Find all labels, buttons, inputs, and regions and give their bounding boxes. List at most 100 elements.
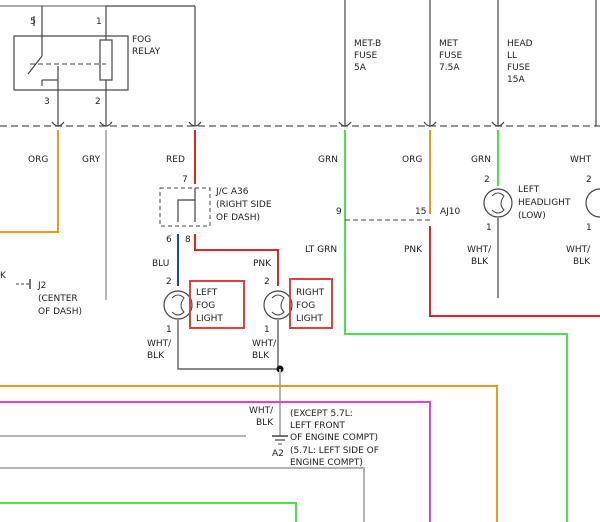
aj10-pin15: 15 xyxy=(415,207,426,217)
fog-ground-wires xyxy=(177,320,280,370)
metb-2: FUSE xyxy=(354,51,377,61)
wb1b: BLK xyxy=(147,351,165,361)
left-head-line3: (LOW) xyxy=(518,211,546,221)
label-grn2: GRN xyxy=(471,155,491,165)
ground-line3: OF ENGINE COMPT) xyxy=(290,433,378,443)
ground-line1: (EXCEPT 5.7L: xyxy=(290,409,353,419)
wb5a: WHT/ xyxy=(566,245,591,255)
org-wire-relay xyxy=(0,130,59,233)
relay-pin1: 1 xyxy=(96,17,102,27)
right-fog-pin2: 2 xyxy=(264,277,270,287)
right-side-pin2: 2 xyxy=(586,175,592,185)
pnk-wire-fog xyxy=(194,234,279,286)
jc-line3: OF DASH) xyxy=(216,213,260,223)
pnk-wire-aj10 xyxy=(429,226,600,317)
fog-relay-box xyxy=(13,35,129,91)
wb3a: WHT/ xyxy=(249,406,274,416)
j2-line2: (CENTER xyxy=(38,294,78,304)
left-fog-line3: LIGHT xyxy=(196,314,223,324)
relay-name-2: RELAY xyxy=(132,47,161,57)
right-side-pin1: 1 xyxy=(586,223,592,233)
wb3b: BLK xyxy=(256,418,274,428)
left-head-line1: LEFT xyxy=(518,185,540,195)
org-wire-lower xyxy=(0,385,498,522)
magenta-wire-lower xyxy=(0,401,431,522)
label-pnk2: PNK xyxy=(404,245,423,255)
ground-line5: ENGINE COMPT) xyxy=(290,458,363,468)
label-lt-grn: LT GRN xyxy=(305,245,337,255)
label-grn: GRN xyxy=(318,155,338,165)
left-head-pin2: 2 xyxy=(484,175,490,185)
head-3: FUSE xyxy=(507,63,530,73)
met-3: 7.5A xyxy=(439,63,460,73)
ground-line2: LEFT FRONT xyxy=(290,421,345,431)
left-fog-pin2: 2 xyxy=(166,277,172,287)
met-2: FUSE xyxy=(439,51,462,61)
left-fog-highlight xyxy=(189,280,245,329)
j2-line3: OF DASH) xyxy=(38,307,82,317)
grn-wire xyxy=(344,130,568,522)
wb4b: BLK xyxy=(471,257,489,267)
wb2a: WHT/ xyxy=(252,339,277,349)
jc-pin7: 7 xyxy=(182,175,188,185)
metb-1: MET-B xyxy=(354,39,381,49)
label-pnk: PNK xyxy=(253,259,272,269)
jc-pin8: 8 xyxy=(185,235,191,245)
fuse-met: MET FUSE 7.5A xyxy=(429,0,462,126)
junction-aj10: 9 15 AJ10 xyxy=(336,207,461,221)
gray-wire-lower-2 xyxy=(0,467,365,522)
fuse-head: HEAD LL FUSE 15A xyxy=(497,0,533,126)
jc-line1: J/C A36 xyxy=(215,187,249,197)
metb-3: 5A xyxy=(354,63,367,73)
label-k: K xyxy=(0,271,7,281)
head-2: LL xyxy=(507,51,517,61)
left-fog-pin1: 1 xyxy=(166,325,172,335)
fog-relay: 5 1 3 2 FOG RELAY xyxy=(13,5,196,126)
wb5b: BLK xyxy=(573,257,591,267)
right-headlight-partial: 2 1 WHT/ BLK xyxy=(566,175,600,267)
aj10-name: AJ10 xyxy=(440,207,461,217)
junction-j2: K J2 (CENTER OF DASH) xyxy=(0,271,82,317)
boundary-connectors xyxy=(51,121,505,127)
left-fog-light: 2 1 LEFT FOG LIGHT xyxy=(163,277,245,335)
met-1: MET xyxy=(439,39,458,49)
label-org2: ORG xyxy=(402,155,422,165)
j2-name: J2 xyxy=(37,281,46,291)
wb2b: BLK xyxy=(252,351,270,361)
wb1a: WHT/ xyxy=(147,339,172,349)
green-wire-lower xyxy=(0,502,297,522)
relay-pin3: 3 xyxy=(44,97,50,107)
fuse-metb: MET-B FUSE 5A xyxy=(344,0,381,126)
right-fog-light: 2 1 RIGHT FOG LIGHT xyxy=(263,277,333,335)
jc-pin6: 6 xyxy=(166,235,172,245)
ground-line4: (5.7L: LEFT SIDE OF xyxy=(290,446,379,456)
label-org: ORG xyxy=(28,155,48,165)
jc-line2: (RIGHT SIDE xyxy=(216,200,272,210)
wb4a: WHT/ xyxy=(467,245,492,255)
relay-pin5: 5 xyxy=(30,17,36,27)
aj10-pin9: 9 xyxy=(336,207,342,217)
right-fog-line2: FOG xyxy=(296,301,315,311)
ground-a2: A2 (EXCEPT 5.7L: LEFT FRONT OF ENGINE CO… xyxy=(272,409,379,468)
left-head-line2: HEADLIGHT xyxy=(518,198,571,208)
ground-name: A2 xyxy=(272,449,284,459)
left-headlight: 2 1 LEFT HEADLIGHT (LOW) xyxy=(483,175,571,233)
relay-name-1: FOG xyxy=(132,35,151,45)
label-gry: GRY xyxy=(82,155,101,165)
junction-connector-a36: 7 6 8 J/C A36 (RIGHT SIDE OF DASH) xyxy=(159,175,272,245)
left-fog-line1: LEFT xyxy=(196,288,218,298)
relay-pin2: 2 xyxy=(95,97,101,107)
head-1: HEAD xyxy=(507,39,533,49)
right-fog-pin1: 1 xyxy=(264,325,270,335)
right-fog-highlight xyxy=(289,278,333,329)
right-fog-line1: RIGHT xyxy=(296,288,325,298)
left-fog-line2: FOG xyxy=(196,301,215,311)
head-4: 15A xyxy=(507,75,525,85)
label-red: RED xyxy=(166,155,185,165)
right-fog-line3: LIGHT xyxy=(296,314,323,324)
label-wht: WHT xyxy=(570,155,592,165)
left-head-pin1: 1 xyxy=(486,223,492,233)
label-blu: BLU xyxy=(152,259,169,269)
